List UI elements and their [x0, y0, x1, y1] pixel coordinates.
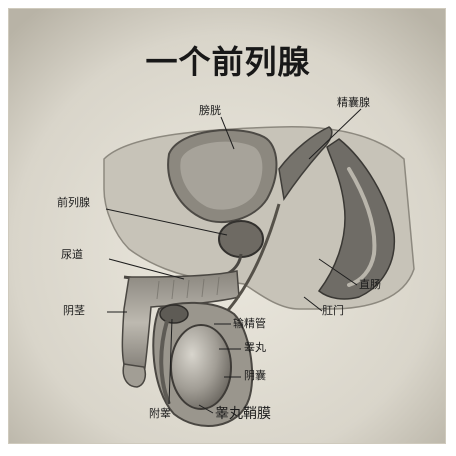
glans [122, 363, 147, 388]
label-anus: 肛门 [322, 304, 344, 317]
label-bladder: 膀胱 [199, 104, 221, 117]
leader-tunica [198, 404, 214, 414]
prostate-shape [218, 220, 264, 258]
leader-prostate [105, 208, 228, 236]
seminal-vesicle-shape [278, 126, 333, 201]
label-epididymis: 附睾 [149, 407, 171, 420]
label-vas-deferens: 输精管 [233, 317, 266, 330]
label-testis: 睾丸 [244, 341, 266, 354]
anatomy-illustration [9, 9, 445, 443]
leader-seminal-vesicle [308, 108, 362, 160]
bladder-lumen [180, 141, 263, 210]
label-penis: 阴茎 [63, 304, 85, 317]
leader-urethra [108, 258, 185, 280]
rectum-folds [347, 167, 377, 287]
label-urethra: 尿道 [61, 248, 83, 261]
label-prostate: 前列腺 [57, 196, 90, 209]
shaft-texture [156, 276, 220, 300]
testis-shape [170, 324, 232, 410]
diagram-frame: 一个前列腺 膀胱 精囊腺 前列腺 尿道 阴茎 输精管 睾丸 阴囊 附睾 睾丸鞘膜… [8, 8, 446, 444]
diagram-title: 一个前列腺 [145, 43, 311, 81]
leader-bladder [220, 116, 235, 150]
epididymis-body [159, 320, 171, 405]
epididymis-head [159, 304, 189, 324]
label-tunica-vaginalis: 睾丸鞘膜 [215, 406, 271, 422]
label-seminal-vesicle: 精囊腺 [337, 96, 370, 109]
label-scrotum: 阴囊 [244, 369, 266, 382]
leader-epididymis [168, 318, 173, 405]
rectum-shape [317, 138, 396, 300]
label-rectum: 直肠 [359, 278, 381, 291]
leader-anus [303, 296, 323, 312]
leader-rectum [318, 258, 358, 286]
leader-lines [105, 108, 362, 414]
